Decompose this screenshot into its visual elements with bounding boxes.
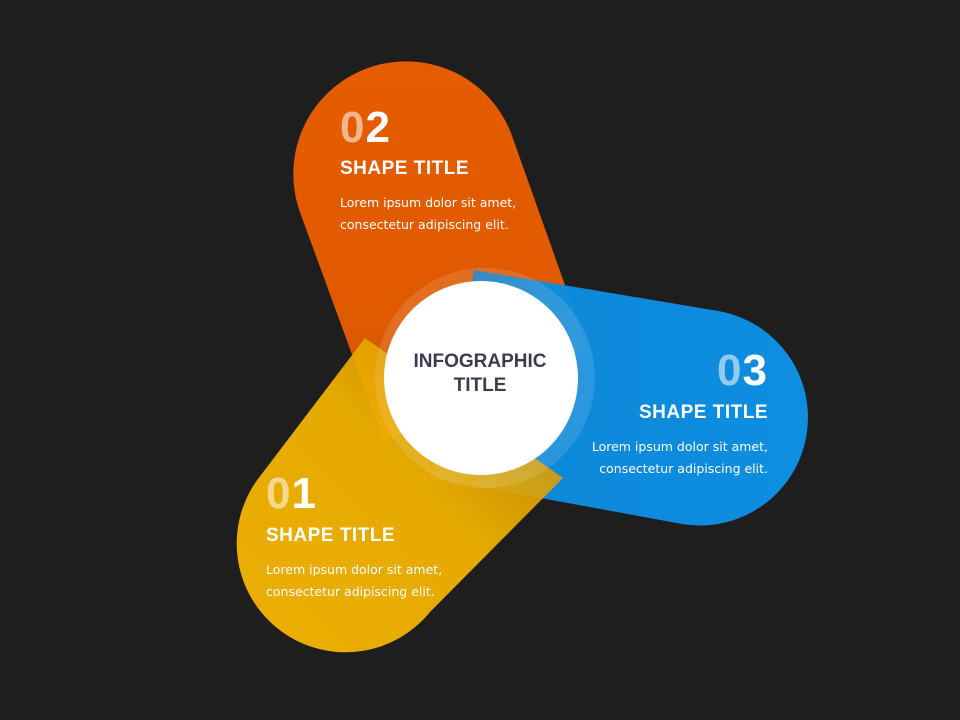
item-01-text-line1: Lorem ipsum dolor sit amet, bbox=[266, 562, 443, 577]
item-02-text-line2: consectetur adipiscing elit. bbox=[340, 217, 509, 232]
item-01-number: 01 bbox=[266, 472, 317, 516]
item-01-title: SHAPE TITLE bbox=[266, 525, 396, 546]
item-02-text: Lorem ipsum dolor sit amet, consectetur … bbox=[340, 192, 516, 236]
item-02-title: SHAPE TITLE bbox=[340, 158, 470, 179]
item-01-number-lead: 0 bbox=[266, 469, 292, 518]
item-02-number: 02 bbox=[340, 106, 391, 150]
item-02-number-tail: 2 bbox=[365, 103, 391, 152]
item-03-text-line2: consectetur adipiscing elit. bbox=[599, 461, 768, 476]
item-02-number-lead: 0 bbox=[340, 103, 366, 152]
item-01-text: Lorem ipsum dolor sit amet, consectetur … bbox=[266, 559, 442, 603]
item-03-number: 03 bbox=[568, 349, 768, 393]
center-circle bbox=[384, 281, 578, 475]
infographic-title-line2: TITLE bbox=[453, 375, 507, 396]
item-03-text: Lorem ipsum dolor sit amet, consectetur … bbox=[548, 436, 768, 480]
item-03-number-tail: 3 bbox=[742, 346, 768, 395]
item-02-text-line1: Lorem ipsum dolor sit amet, bbox=[340, 195, 517, 210]
capsule-01 bbox=[236, 338, 563, 653]
item-03-number-lead: 0 bbox=[717, 346, 743, 395]
item-01-text-line2: consectetur adipiscing elit. bbox=[266, 584, 435, 599]
item-03-title: SHAPE TITLE bbox=[638, 402, 768, 423]
infographic-title-line1: INFOGRAPHIC bbox=[413, 351, 547, 372]
item-03-text-line1: Lorem ipsum dolor sit amet, bbox=[591, 439, 768, 454]
item-01-number-tail: 1 bbox=[291, 469, 317, 518]
infographic-title: INFOGRAPHIC TITLE bbox=[384, 350, 576, 398]
